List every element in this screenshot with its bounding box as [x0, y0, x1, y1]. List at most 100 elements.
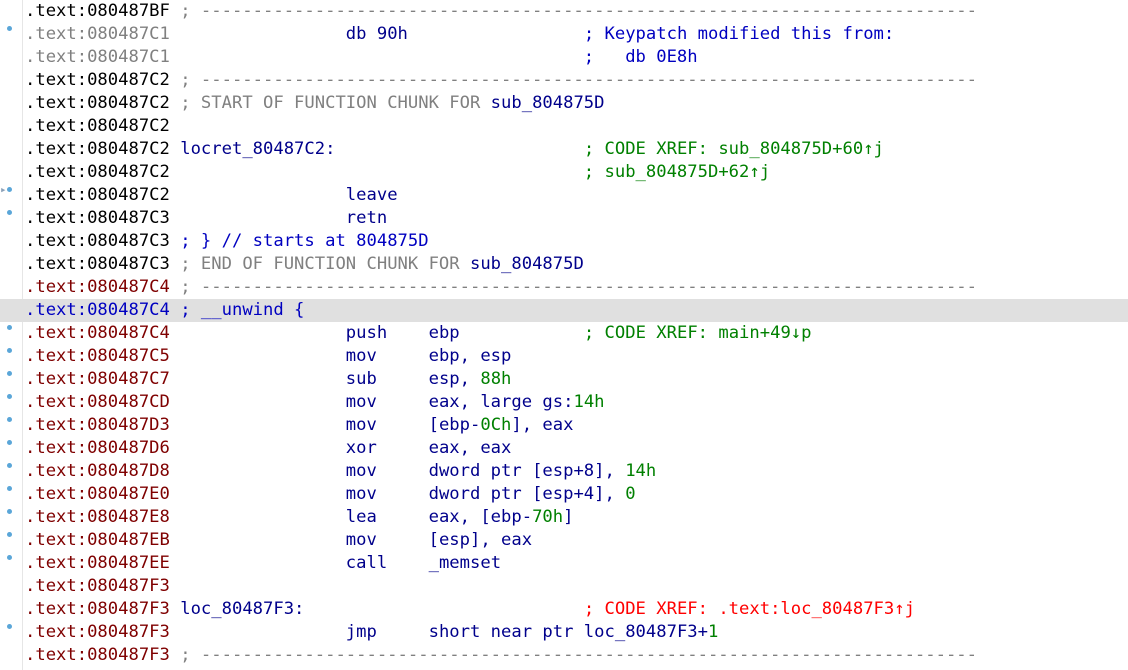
listing-line[interactable]: .text:080487C2 ; sub_804875D+62↑j [0, 161, 1128, 184]
operands: dword ptr [esp+4], [428, 484, 626, 504]
xref-comment: ; Keypatch modified this from: [583, 24, 895, 44]
listing-line[interactable]: .text:080487EE call _memset [0, 552, 1128, 575]
xref-comment: ; sub_804875D+62↑j [583, 162, 771, 182]
separator-comment: ; --------------------------------------… [169, 277, 977, 297]
instruction-dot-icon[interactable] [7, 555, 12, 560]
instruction-dot-icon[interactable] [7, 348, 12, 353]
address: .text:080487C3 [25, 231, 170, 251]
line-content: .text:080487C2 locret_80487C2: ; CODE XR… [25, 138, 884, 161]
operands: eax, large gs: [428, 392, 574, 412]
line-content: .text:080487CD mov eax, large gs:14h [25, 391, 605, 414]
address: .text:080487C4 [25, 277, 170, 297]
address: .text:080487F3 [25, 599, 170, 619]
listing-line[interactable]: .text:080487D3 mov [ebp-0Ch], eax [0, 414, 1128, 437]
listing-line[interactable]: .text:080487C7 sub esp, 88h [0, 368, 1128, 391]
line-content: .text:080487EE call _memset [25, 552, 501, 575]
listing-line[interactable]: .text:080487C5 mov ebp, esp [0, 345, 1128, 368]
address: .text:080487CD [25, 392, 170, 412]
operand-number: 70h [532, 507, 564, 527]
instruction-dot-icon[interactable] [7, 486, 12, 491]
instruction-dot-icon[interactable] [7, 440, 12, 445]
instruction-dot-icon[interactable] [7, 187, 12, 192]
instruction-dot-icon[interactable] [7, 394, 12, 399]
mnemonic: call [345, 553, 388, 573]
instruction-dot-icon[interactable] [7, 624, 12, 629]
xref-comment: ; db 0E8h [583, 47, 698, 67]
listing-line[interactable]: ▸ .text:080487C2 leave [0, 184, 1128, 207]
listing-line[interactable]: .text:080487C1 ; db 0E8h [0, 46, 1128, 69]
address: .text:080487D6 [25, 438, 170, 458]
operands: eax, [ebp- [428, 507, 533, 527]
line-content: .text:080487D8 mov dword ptr [esp+8], 14… [25, 460, 656, 483]
line-content: .text:080487C1 ; db 0E8h [25, 46, 698, 69]
listing-line[interactable]: .text:080487F3 ; -----------------------… [0, 644, 1128, 667]
address: .text:080487C1 [25, 47, 170, 67]
instruction-dot-icon[interactable] [7, 532, 12, 537]
mnemonic: mov [345, 392, 377, 412]
operands: [ebp- [428, 415, 481, 435]
address: .text:080487C5 [25, 346, 170, 366]
line-content: .text:080487F3 jmp short near ptr loc_80… [25, 621, 718, 644]
listing-line[interactable]: .text:080487EB mov [esp], eax [0, 529, 1128, 552]
listing-line[interactable]: .text:080487C2 ; -----------------------… [0, 69, 1128, 92]
instruction-dot-icon[interactable] [7, 509, 12, 514]
breakpoint-gutter[interactable] [0, 0, 23, 670]
listing-line[interactable]: .text:080487C4 ; __unwind { [0, 299, 1128, 322]
line-content: .text:080487C2 leave [25, 184, 398, 207]
listing-line[interactable]: .text:080487C4 ; -----------------------… [0, 276, 1128, 299]
instruction-dot-icon[interactable] [7, 26, 12, 31]
line-content: .text:080487C4 ; __unwind { [25, 299, 304, 322]
current-position-arrow-icon: ▸ [0, 183, 7, 196]
code-label: locret_80487C2: [180, 139, 336, 159]
mnemonic: db 90h [345, 24, 408, 44]
listing-line[interactable]: .text:080487E0 mov dword ptr [esp+4], 0 [0, 483, 1128, 506]
instruction-dot-icon[interactable] [7, 417, 12, 422]
listing-line[interactable]: .text:080487C3 retn [0, 207, 1128, 230]
chunk-comment: ; END OF FUNCTION CHUNK FOR [180, 254, 470, 274]
line-content: .text:080487C5 mov ebp, esp [25, 345, 511, 368]
line-content: .text:080487F3 ; -----------------------… [25, 644, 977, 667]
operand-number: 1 [707, 622, 719, 642]
listing-line[interactable]: .text:080487C2 ; START OF FUNCTION CHUNK… [0, 92, 1128, 115]
operands: ebp [428, 323, 460, 343]
function-ref: sub_804875D [469, 254, 584, 274]
address: .text:080487BF [25, 1, 170, 21]
mnemonic: mov [345, 346, 377, 366]
listing-line[interactable]: .text:080487BF ; -----------------------… [0, 0, 1128, 23]
operands-tail: ] [563, 507, 574, 527]
instruction-dot-icon[interactable] [7, 371, 12, 376]
instruction-dot-icon[interactable] [7, 210, 12, 215]
mnemonic: push [345, 323, 388, 343]
mnemonic: mov [345, 461, 377, 481]
listing-line[interactable]: .text:080487C2 locret_80487C2: ; CODE XR… [0, 138, 1128, 161]
operands-tail: ], eax [511, 415, 574, 435]
listing-line[interactable]: .text:080487F3 loc_80487F3: ; CODE XREF:… [0, 598, 1128, 621]
operands: short near ptr loc_80487F3+ [428, 622, 708, 642]
listing-line[interactable]: .text:080487F3 [0, 575, 1128, 598]
address: .text:080487C1 [25, 24, 170, 44]
listing-line[interactable]: .text:080487D6 xor eax, eax [0, 437, 1128, 460]
instruction-dot-icon[interactable] [7, 325, 12, 330]
operands: _memset [428, 553, 502, 573]
listing-line[interactable]: .text:080487C3 ; END OF FUNCTION CHUNK F… [0, 253, 1128, 276]
operands: [esp], eax [428, 530, 533, 550]
line-content: .text:080487C4 ; -----------------------… [25, 276, 977, 299]
listing-line[interactable]: .text:080487D8 mov dword ptr [esp+8], 14… [0, 460, 1128, 483]
listing-line[interactable]: .text:080487C2 [0, 115, 1128, 138]
listing-line[interactable]: .text:080487F3 jmp short near ptr loc_80… [0, 621, 1128, 644]
address: .text:080487F3 [25, 576, 170, 596]
listing-line[interactable]: .text:080487C1 db 90h ; Keypatch modifie… [0, 23, 1128, 46]
operand-number: 14h [573, 392, 605, 412]
line-content: .text:080487E0 mov dword ptr [esp+4], 0 [25, 483, 636, 506]
instruction-dot-icon[interactable] [7, 463, 12, 468]
mnemonic: sub [345, 369, 377, 389]
listing-line[interactable]: .text:080487CD mov eax, large gs:14h [0, 391, 1128, 414]
line-content: .text:080487D6 xor eax, eax [25, 437, 511, 460]
function-ref: sub_804875D [490, 93, 605, 113]
address: .text:080487C2 [25, 116, 170, 136]
line-content: .text:080487C2 [25, 115, 170, 138]
listing-line[interactable]: .text:080487E8 lea eax, [ebp-70h] [0, 506, 1128, 529]
listing-line[interactable]: .text:080487C4 push ebp ; CODE XREF: mai… [0, 322, 1128, 345]
listing-line[interactable]: .text:080487C3 ; } // starts at 804875D [0, 230, 1128, 253]
